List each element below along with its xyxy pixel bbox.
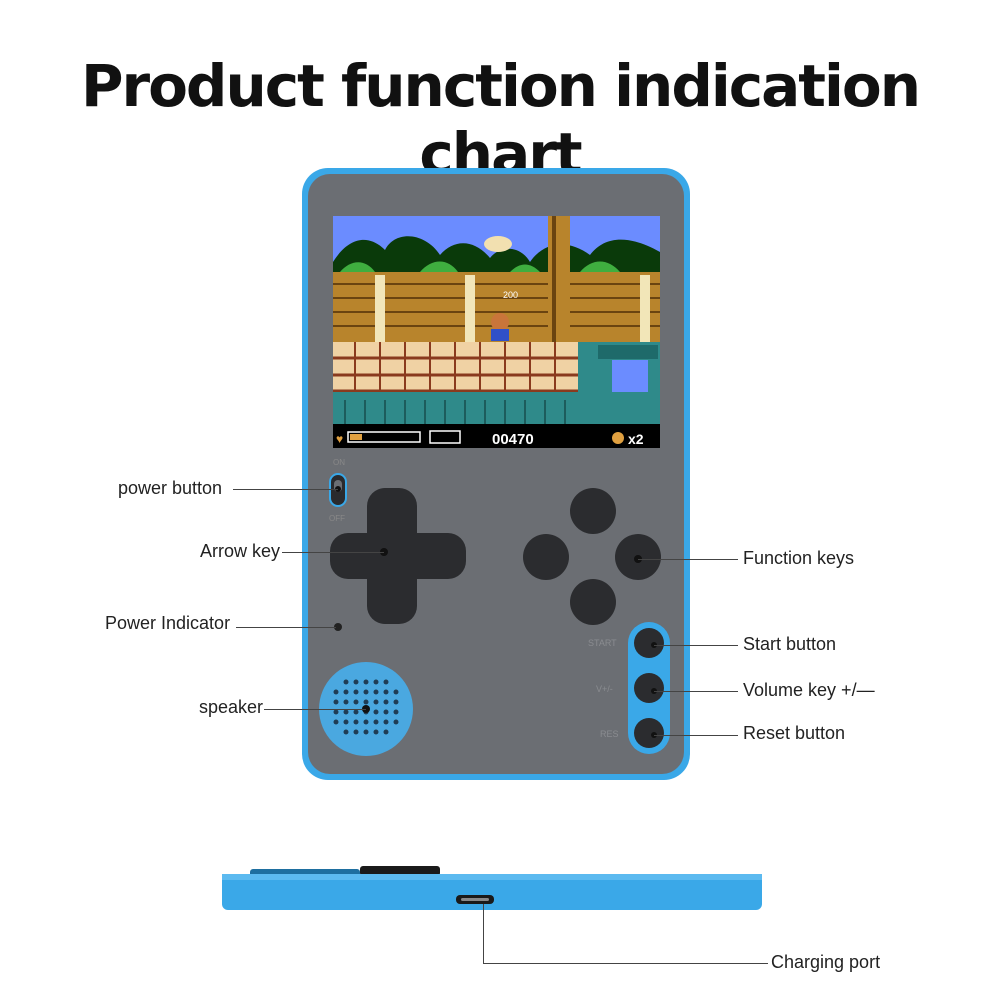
leader-power-indicator [236, 627, 336, 628]
label-power-button: power button [118, 478, 223, 498]
reset-button[interactable] [634, 718, 664, 748]
hud-lives: x2 [628, 431, 644, 447]
leader-start-button [654, 645, 738, 646]
arrow-key-dpad[interactable] [330, 488, 466, 624]
label-speaker: speaker [199, 697, 264, 717]
reset-label: RES [600, 729, 619, 739]
label-power-indicator: Power Indicator [105, 613, 231, 633]
label-reset-button: Reset button [743, 723, 846, 743]
function-key-bottom[interactable] [570, 579, 616, 625]
function-key-left[interactable] [523, 534, 569, 580]
page-title: Product function indication chart [80, 52, 921, 188]
leader-speaker [264, 709, 366, 710]
volume-button[interactable] [634, 673, 664, 703]
power-indicator-led [334, 623, 342, 631]
leader-arrow-key [282, 552, 384, 553]
points-popup: 200 [503, 290, 518, 300]
label-arrow-key: Arrow key [200, 541, 281, 561]
switch-on-label: ON [333, 458, 345, 467]
game-screen: 200 ♥ 00470 x2 [333, 216, 660, 448]
svg-text:♥: ♥ [336, 432, 343, 446]
volume-label: V+/- [596, 684, 613, 694]
label-charging-port: Charging port [771, 952, 881, 972]
hud-score: 00470 [492, 431, 534, 448]
start-button[interactable] [634, 628, 664, 658]
leader-volume-key [654, 691, 738, 692]
function-key-top[interactable] [570, 488, 616, 534]
leader-function-keys [638, 559, 738, 560]
leader-reset-button [654, 735, 738, 736]
leader-charging-port-v [483, 904, 484, 963]
leader-charging-port-h [483, 963, 768, 964]
label-volume-key: Volume key +/— [743, 680, 875, 700]
label-start-button: Start button [743, 634, 837, 654]
label-function-keys: Function keys [743, 548, 855, 568]
leader-power-button [233, 489, 338, 490]
device-side-view [222, 866, 762, 910]
start-label: START [588, 638, 617, 648]
switch-off-label: OFF [329, 514, 345, 523]
